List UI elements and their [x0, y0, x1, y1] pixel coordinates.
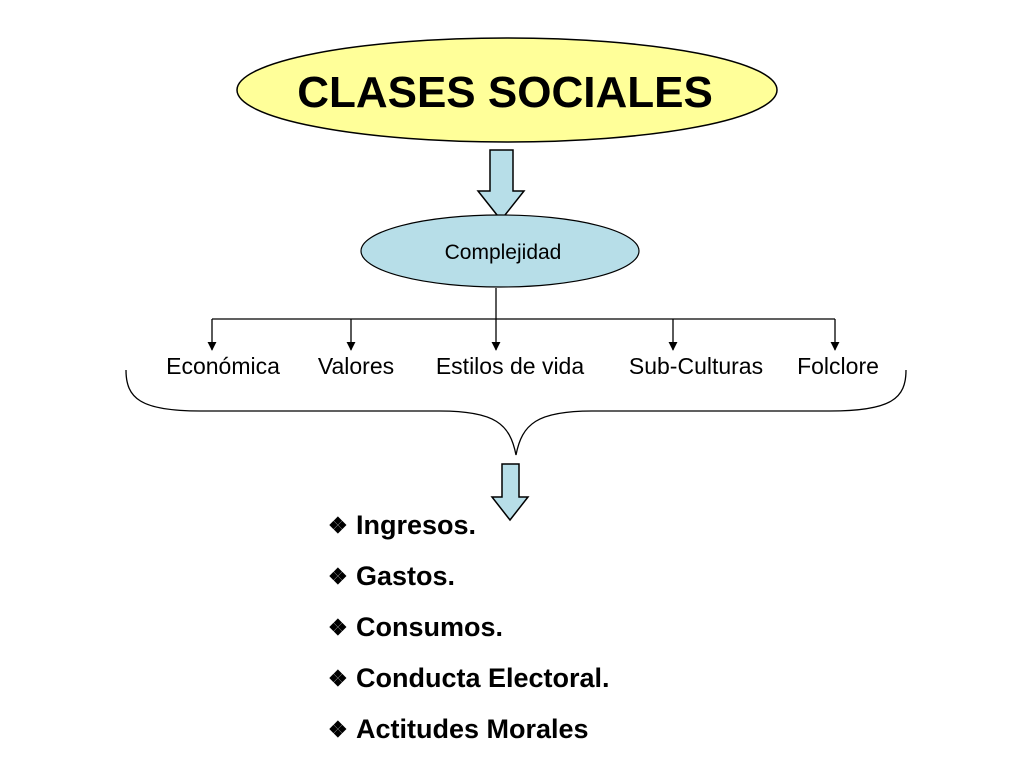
- category-sub-culturas: Sub-Culturas: [629, 353, 763, 379]
- category-economica: Económica: [166, 353, 280, 379]
- list-item: ❖ Gastos.: [328, 551, 610, 602]
- diamond-bullet-icon: ❖: [328, 563, 348, 589]
- bullet-ingresos: Ingresos.: [356, 510, 477, 540]
- bullet-consumos: Consumos.: [356, 612, 504, 642]
- title-ellipse: [236, 37, 778, 143]
- bullet-list: ❖ Ingresos. ❖ Gastos. ❖ Consumos. ❖ Cond…: [328, 500, 610, 755]
- list-item: ❖ Ingresos.: [328, 500, 610, 551]
- complexity-text: Complejidad: [445, 241, 562, 264]
- list-item: ❖ Consumos.: [328, 602, 610, 653]
- diamond-bullet-icon: ❖: [328, 665, 348, 691]
- diamond-bullet-icon: ❖: [328, 716, 348, 742]
- curly-brace: [125, 369, 907, 456]
- down-arrow-top: [476, 149, 526, 222]
- category-folclore: Folclore: [797, 353, 879, 379]
- title-text: CLASES SOCIALES: [297, 68, 713, 117]
- bullet-conducta-electoral: Conducta Electoral.: [356, 663, 610, 693]
- complexity-ellipse: [360, 214, 640, 288]
- diamond-bullet-icon: ❖: [328, 512, 348, 538]
- bullet-gastos: Gastos.: [356, 561, 456, 591]
- category-valores: Valores: [318, 353, 394, 379]
- list-item: ❖ Conducta Electoral.: [328, 653, 610, 704]
- list-item: ❖ Actitudes Morales: [328, 704, 610, 755]
- down-arrow-bottom: [490, 463, 530, 522]
- category-estilos-de-vida: Estilos de vida: [436, 353, 585, 379]
- diamond-bullet-icon: ❖: [328, 614, 348, 640]
- bullet-actitudes-morales: Actitudes Morales: [356, 714, 589, 744]
